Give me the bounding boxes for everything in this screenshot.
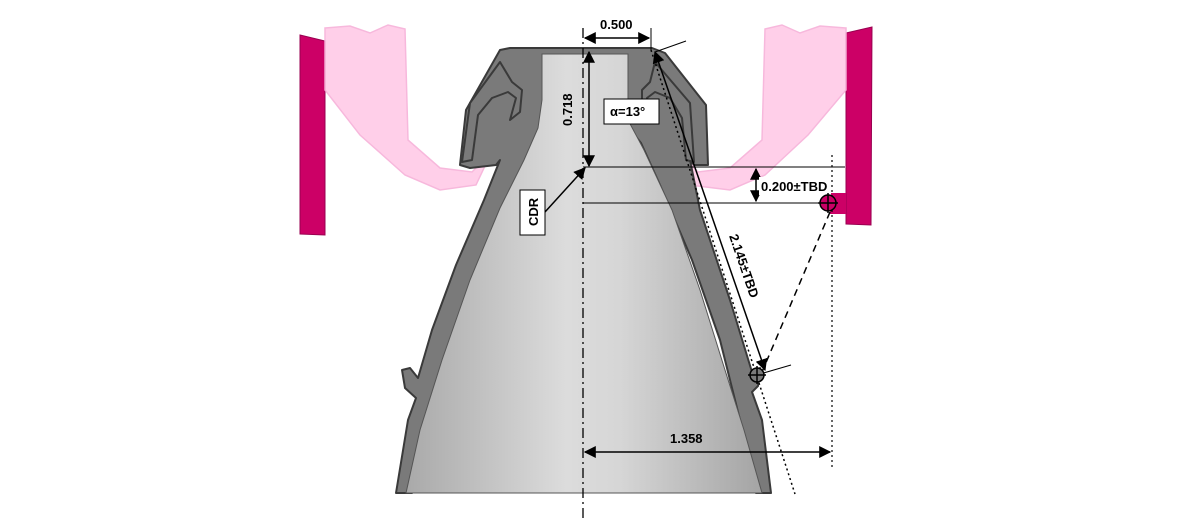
lower-pivot-target: [748, 366, 766, 384]
cdr-label: CDR: [526, 197, 541, 226]
cdr-box: [519, 189, 546, 236]
alpha-label: α=13°: [610, 104, 645, 119]
nozzle-inner-surface: [405, 53, 763, 494]
dim-throat-radius-label: 0.500: [600, 17, 633, 32]
dim-link-length-label: 2.145±TBD: [726, 232, 762, 300]
dim-cdr-offset-label: 0.200±TBD: [761, 179, 827, 194]
dim-link-ext-top: [654, 40, 687, 53]
alpha-box: [603, 98, 660, 125]
dim-radial-distance-label: 1.358: [670, 431, 703, 446]
dim-throat-cdr-label: 0.718: [560, 93, 575, 126]
right-bracket: [845, 26, 873, 226]
left-hook-flange: [461, 61, 523, 163]
dim-link-length-line: [652, 50, 768, 372]
cdr-leader-arrow: [544, 167, 586, 213]
upper-pivot-target: [818, 193, 838, 213]
dim-link-ext-bottom: [759, 364, 792, 375]
dim-cdr-offset-bg: [759, 177, 831, 195]
left-bracket: [299, 34, 326, 236]
dashed-link-line: [761, 211, 831, 373]
